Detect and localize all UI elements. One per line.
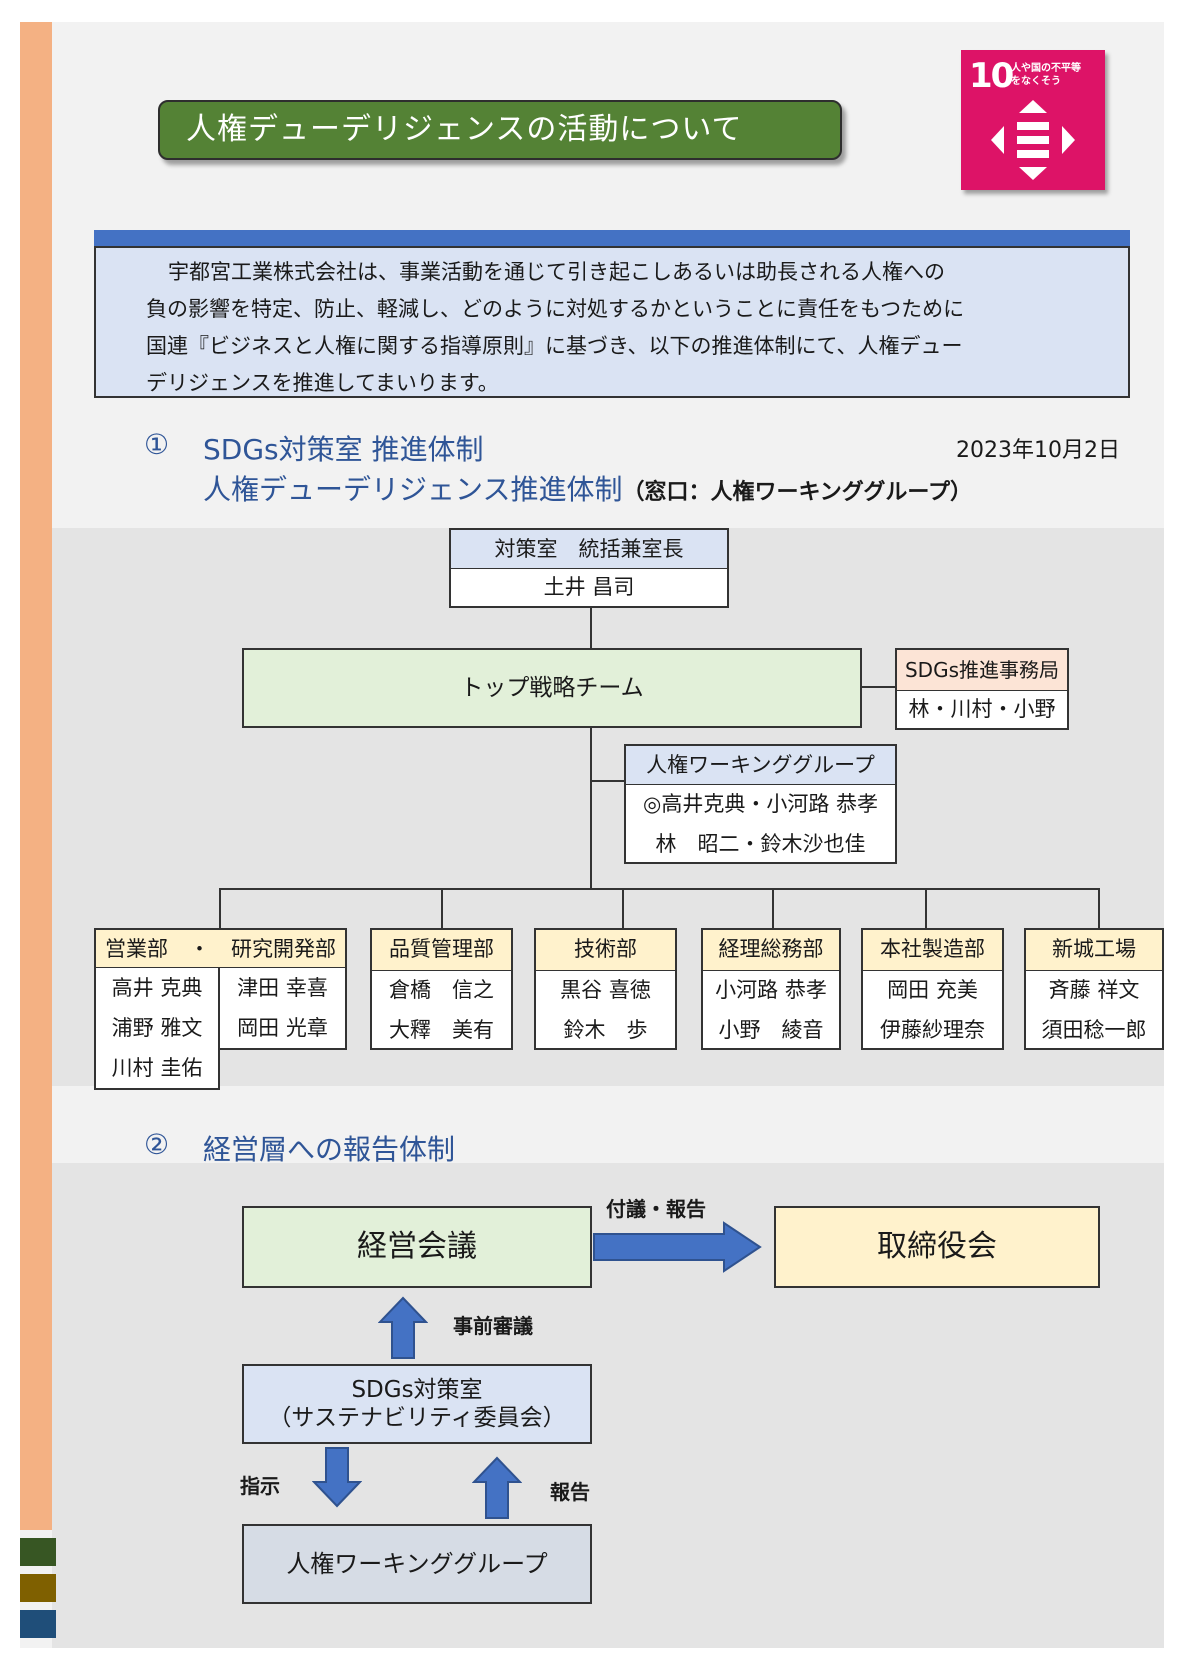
equality-icon [991,100,1075,180]
head-role: 対策室 統括兼室長 [451,530,727,569]
dept-sales-col: 高井 克典 浦野 雅文 川村 圭佑 [94,968,220,1090]
top-strategy-team: トップ戦略チーム [242,648,862,728]
dept-sales-rd: 営業部 ・ 研究開発部 高井 克典 浦野 雅文 川村 圭佑 津田 幸喜 岡田 光… [94,928,347,1090]
arrow-down-icon [312,1447,362,1508]
connector-dept-3 [622,888,624,928]
wg-title: 人権ワーキンググループ [626,746,895,785]
section1-subtitle-note: （窓口：人権ワーキンググループ） [622,480,973,505]
arrow-label-pre-review: 事前審議 [453,1314,533,1338]
dept-rd-member-2: 岡田 光章 [237,1016,328,1040]
sdg-label-line1: 人や国の不平等 [1011,63,1081,74]
dept-rd-col: 津田 幸喜 岡田 光章 [218,968,347,1050]
left-accent-stripe [20,22,52,1530]
connector-dept-5 [925,888,927,928]
dept-sales-member-1: 高井 克典 [111,976,203,1000]
color-square-brown [20,1574,56,1602]
dept-rd-member-1: 津田 幸喜 [237,976,328,1000]
intro-line-4: デリジェンスを推進してまいります。 [146,371,499,395]
sdgs-office-box: SDGs対策室 （サステナビリティ委員会） [242,1364,592,1444]
intro-line-1: 宇都宮工業株式会社は、事業活動を通じて引き起こしあるいは助長される人権への [168,260,945,284]
page-title: 人権デューデリジェンスの活動について [158,100,842,160]
connector-head-team [590,608,592,648]
dept-quality-title: 品質管理部 [372,930,511,971]
dept-shinshiro-member-1: 斉藤 祥文 [1048,978,1140,1002]
dept-quality-member-1: 倉橋 信之 [389,978,494,1002]
secretariat-box: SDGs推進事務局 林・川村・小野 [895,648,1069,730]
arrow-up-report-icon [472,1456,522,1519]
section1-number: ① [144,428,170,461]
dept-sales-member-3: 川村 圭佑 [111,1056,203,1080]
date: 2023年10月2日 [956,438,1120,463]
board-box: 取締役会 [774,1206,1100,1288]
dept-sales-rd-title: 営業部 ・ 研究開発部 [94,928,347,968]
color-square-green [20,1538,56,1566]
connector-dept-bus [219,888,1100,890]
section1-title: SDGs対策室 推進体制 [203,433,484,466]
secretariat-title: SDGs推進事務局 [897,650,1067,691]
secretariat-members: 林・川村・小野 [908,697,1056,721]
connector-team-depts [590,726,592,888]
dept-manufacturing: 本社製造部 岡田 充美 伊藤紗理奈 [861,928,1004,1050]
dept-manufacturing-member-2: 伊藤紗理奈 [880,1018,985,1042]
wg-box: 人権ワーキンググループ ◎高井克典・小河路 恭孝 林 昭二・鈴木沙也佳 [624,744,897,864]
dept-manufacturing-title: 本社製造部 [863,930,1002,971]
connector-dept-1 [219,888,221,928]
dept-shinshiro-member-2: 須田稔一郎 [1041,1018,1147,1042]
wg-line1: ◎高井克典・小河路 恭孝 [643,792,878,816]
sdg-number: 10 [969,56,1014,96]
section1-subtitle-main: 人権デューデリジェンス推進体制 [203,473,623,506]
dept-quality-member-2: 大釋 美有 [389,1018,494,1042]
dept-accounting: 経理総務部 小河路 恭孝 小野 綾音 [701,928,841,1050]
intro-box: 宇都宮工業株式会社は、事業活動を通じて引き起こしあるいは助長される人権への 負の… [94,246,1130,398]
sdg-label: 人や国の不平等 をなくそう [1011,62,1081,88]
arrow-label-instruct: 指示 [240,1474,280,1498]
arrow-label-report: 報告 [550,1480,590,1504]
sdg-badge: 10 人や国の不平等 をなくそう [961,50,1105,190]
section2-title: 経営層への報告体制 [203,1133,456,1166]
head-name: 土井 昌司 [543,575,635,599]
connector-wg [592,780,624,782]
arrow-right-icon [593,1221,762,1273]
head-box: 対策室 統括兼室長 土井 昌司 [449,528,729,608]
dept-manufacturing-member-1: 岡田 充美 [887,978,978,1002]
section1-subtitle: 人権デューデリジェンス推進体制（窓口：人権ワーキンググループ） [203,468,972,508]
connector-dept-6 [1098,888,1100,928]
intro-accent-bar [94,230,1130,246]
management-meeting-box: 経営会議 [242,1206,592,1288]
dept-accounting-title: 経理総務部 [703,930,839,971]
dept-shinshiro-title: 新城工場 [1026,930,1162,971]
sdgs-office-line2: （サステナビリティ委員会） [268,1405,566,1431]
dept-accounting-member-2: 小野 綾音 [718,1018,824,1042]
intro-line-2: 負の影響を特定、防止、軽減し、どのように対処するかということに責任をもつために [146,297,965,321]
dept-tech-member-2: 鈴木 歩 [563,1018,648,1042]
connector-secretariat [861,686,895,688]
arrow-label-to-board: 付議・報告 [606,1197,706,1221]
intro-line-3: 国連『ビジネスと人権に関する指導原則』に基づき、以下の推進体制にて、人権デュー [146,334,963,358]
arrow-up-icon [378,1296,428,1359]
sdg-label-line2: をなくそう [1011,76,1061,87]
dept-tech-member-1: 黒谷 喜徳 [560,978,651,1002]
dept-accounting-member-1: 小河路 恭孝 [715,978,827,1002]
wg-report-box: 人権ワーキンググループ [242,1524,592,1604]
color-square-blue [20,1610,56,1638]
section2-number: ② [144,1128,170,1161]
dept-sales-member-2: 浦野 雅文 [111,1016,203,1040]
dept-quality: 品質管理部 倉橋 信之 大釋 美有 [370,928,513,1050]
connector-dept-4 [772,888,774,928]
connector-dept-2 [441,888,443,928]
dept-tech-title: 技術部 [536,930,675,971]
wg-line2: 林 昭二・鈴木沙也佳 [655,832,866,856]
dept-tech: 技術部 黒谷 喜徳 鈴木 歩 [534,928,677,1050]
sdgs-office-line1: SDGs対策室 [351,1377,483,1403]
dept-shinshiro-plant: 新城工場 斉藤 祥文 須田稔一郎 [1024,928,1164,1050]
